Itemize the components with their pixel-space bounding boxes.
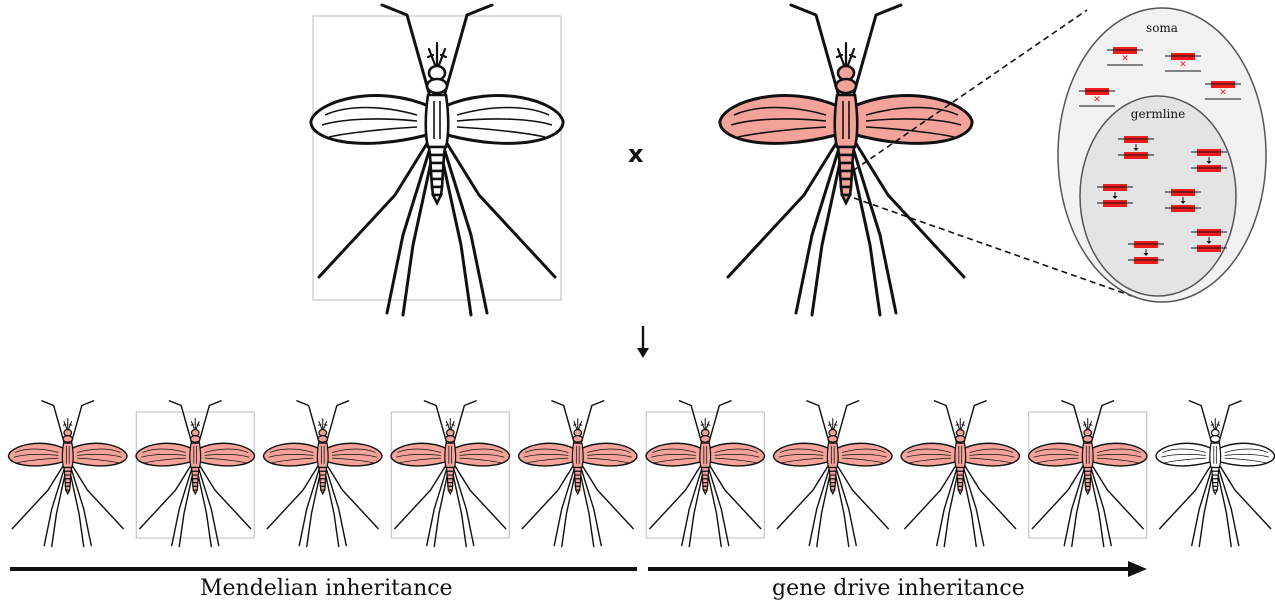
transgenic-parent-mosquito bbox=[720, 5, 972, 315]
transgenic-offspring-mosquito bbox=[9, 401, 127, 547]
svg-text:✕: ✕ bbox=[1121, 54, 1129, 64]
offspring-row bbox=[9, 401, 1275, 547]
transgenic-offspring-mosquito bbox=[774, 401, 892, 547]
wildtype-offspring-mosquito bbox=[1156, 401, 1274, 547]
gene-drive-inheritance-label: gene drive inheritance bbox=[772, 576, 1025, 601]
inheritance-axis bbox=[10, 561, 1147, 577]
transgenic-offspring-mosquito bbox=[901, 401, 1019, 547]
svg-text:✕: ✕ bbox=[1179, 60, 1187, 70]
cross-symbol: x bbox=[628, 140, 643, 168]
germline-label: germline bbox=[1131, 107, 1185, 121]
zoom-line-top bbox=[854, 10, 1087, 170]
transgenic-offspring-mosquito bbox=[646, 401, 764, 547]
germline-region bbox=[1080, 96, 1236, 296]
wildtype-parent-mosquito bbox=[311, 5, 563, 315]
down-arrow-icon bbox=[637, 326, 649, 358]
soma-label: soma bbox=[1146, 21, 1178, 35]
mendelian-inheritance-label: Mendelian inheritance bbox=[200, 576, 453, 601]
transgenic-offspring-mosquito bbox=[264, 401, 382, 547]
transgenic-offspring-mosquito bbox=[519, 401, 637, 547]
transgenic-offspring-mosquito bbox=[1029, 401, 1147, 547]
svg-text:✕: ✕ bbox=[1093, 95, 1101, 105]
transgenic-offspring-mosquito bbox=[136, 401, 254, 547]
transgenic-offspring-mosquito bbox=[391, 401, 509, 547]
svg-text:✕: ✕ bbox=[1219, 88, 1227, 98]
